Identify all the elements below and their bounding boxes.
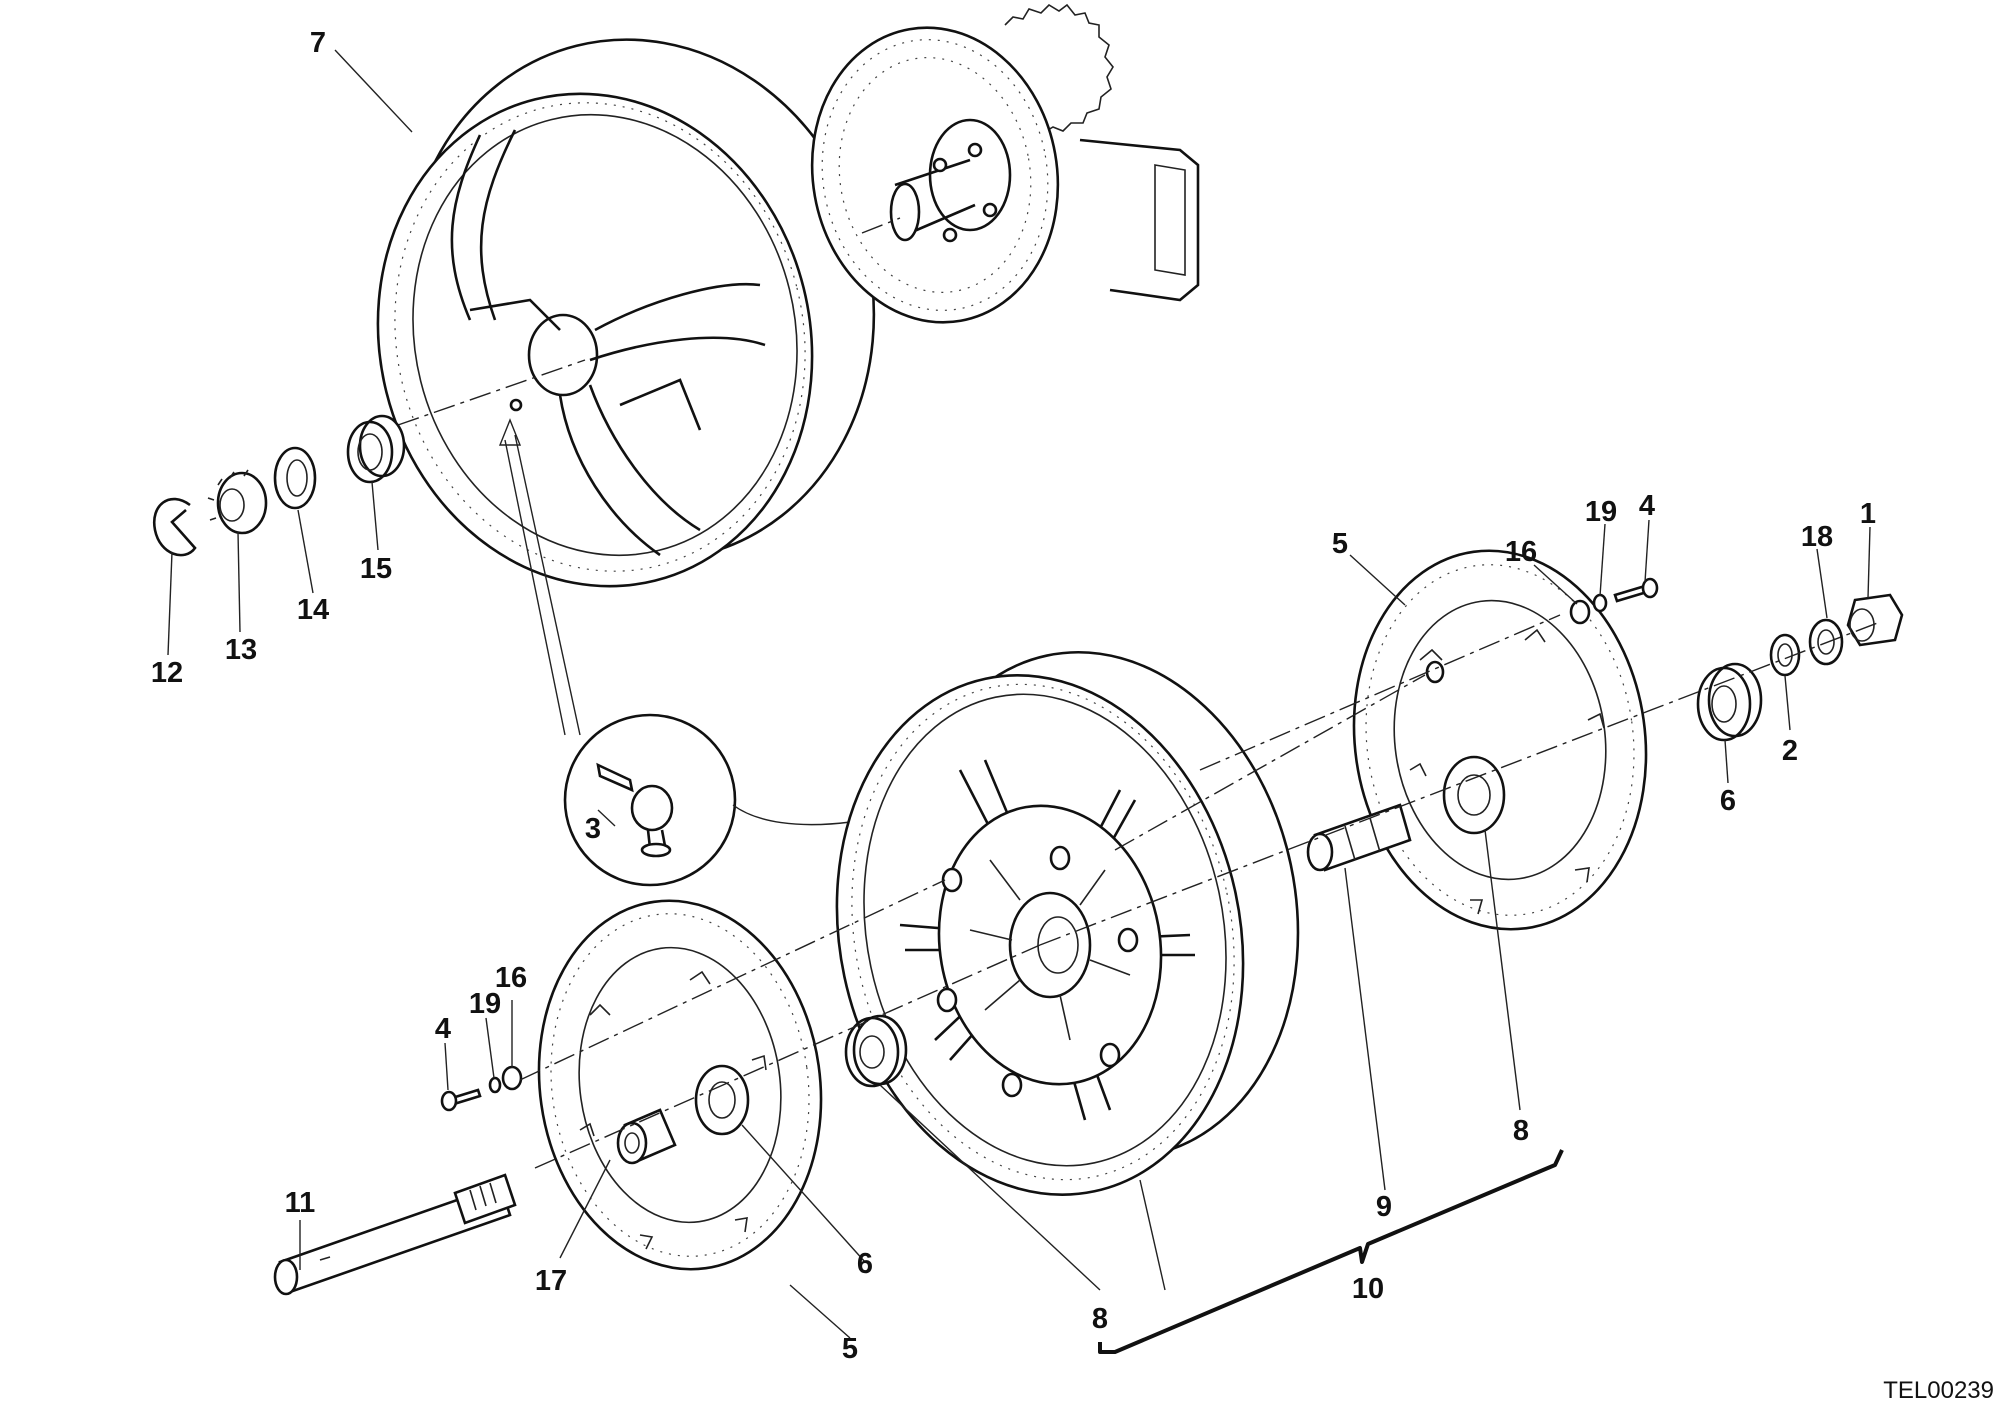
callout-14: 14 <box>297 594 329 626</box>
callout-8: 8 <box>1092 1303 1108 1335</box>
callout-5: 5 <box>1332 528 1348 560</box>
callout-13: 13 <box>225 634 257 666</box>
callout-10: 10 <box>1352 1273 1384 1305</box>
callout-6: 6 <box>1720 785 1736 817</box>
front-axle <box>273 1173 517 1296</box>
callout-5: 5 <box>842 1333 858 1365</box>
callout-2: 2 <box>1782 735 1798 767</box>
callout-12: 12 <box>151 657 183 689</box>
callout-18: 18 <box>1801 521 1833 553</box>
callout-19: 19 <box>469 988 501 1020</box>
callout-labels: 7 12 13 14 15 5 16 19 4 18 1 2 6 3 8 9 1… <box>151 27 1994 1404</box>
callout-4: 4 <box>1639 490 1655 522</box>
wheel-spacer-bush <box>616 1108 677 1165</box>
leader-lines <box>167 49 1871 1339</box>
rear-wheel-rim <box>376 38 876 588</box>
assembly-bracket <box>1098 1149 1564 1354</box>
rear-brake-disc-assembly <box>810 3 1200 324</box>
callout-17: 17 <box>535 1265 567 1297</box>
callout-1: 1 <box>1860 498 1876 530</box>
callout-3: 3 <box>585 813 601 845</box>
callout-15: 15 <box>360 553 392 585</box>
right-brake-disc <box>1352 549 1648 931</box>
front-wheel-rim <box>835 650 1300 1196</box>
left-disc-bolt <box>440 1065 523 1112</box>
callout-19: 19 <box>1585 496 1617 528</box>
tyre-valve <box>596 762 674 858</box>
callout-9: 9 <box>1376 1191 1392 1223</box>
rear-hub-parts <box>152 414 406 557</box>
hub-spacer <box>1306 803 1412 872</box>
callout-6: 6 <box>857 1248 873 1280</box>
callout-4: 4 <box>435 1013 451 1045</box>
callout-16: 16 <box>495 962 527 994</box>
callout-16: 16 <box>1505 536 1537 568</box>
left-brake-disc <box>537 899 823 1271</box>
right-hub-parts <box>1569 577 1904 742</box>
callout-8: 8 <box>1513 1115 1529 1147</box>
callout-7: 7 <box>310 27 326 59</box>
drawing-code: TEL00239 <box>1883 1377 1994 1404</box>
callout-11: 11 <box>285 1187 316 1219</box>
